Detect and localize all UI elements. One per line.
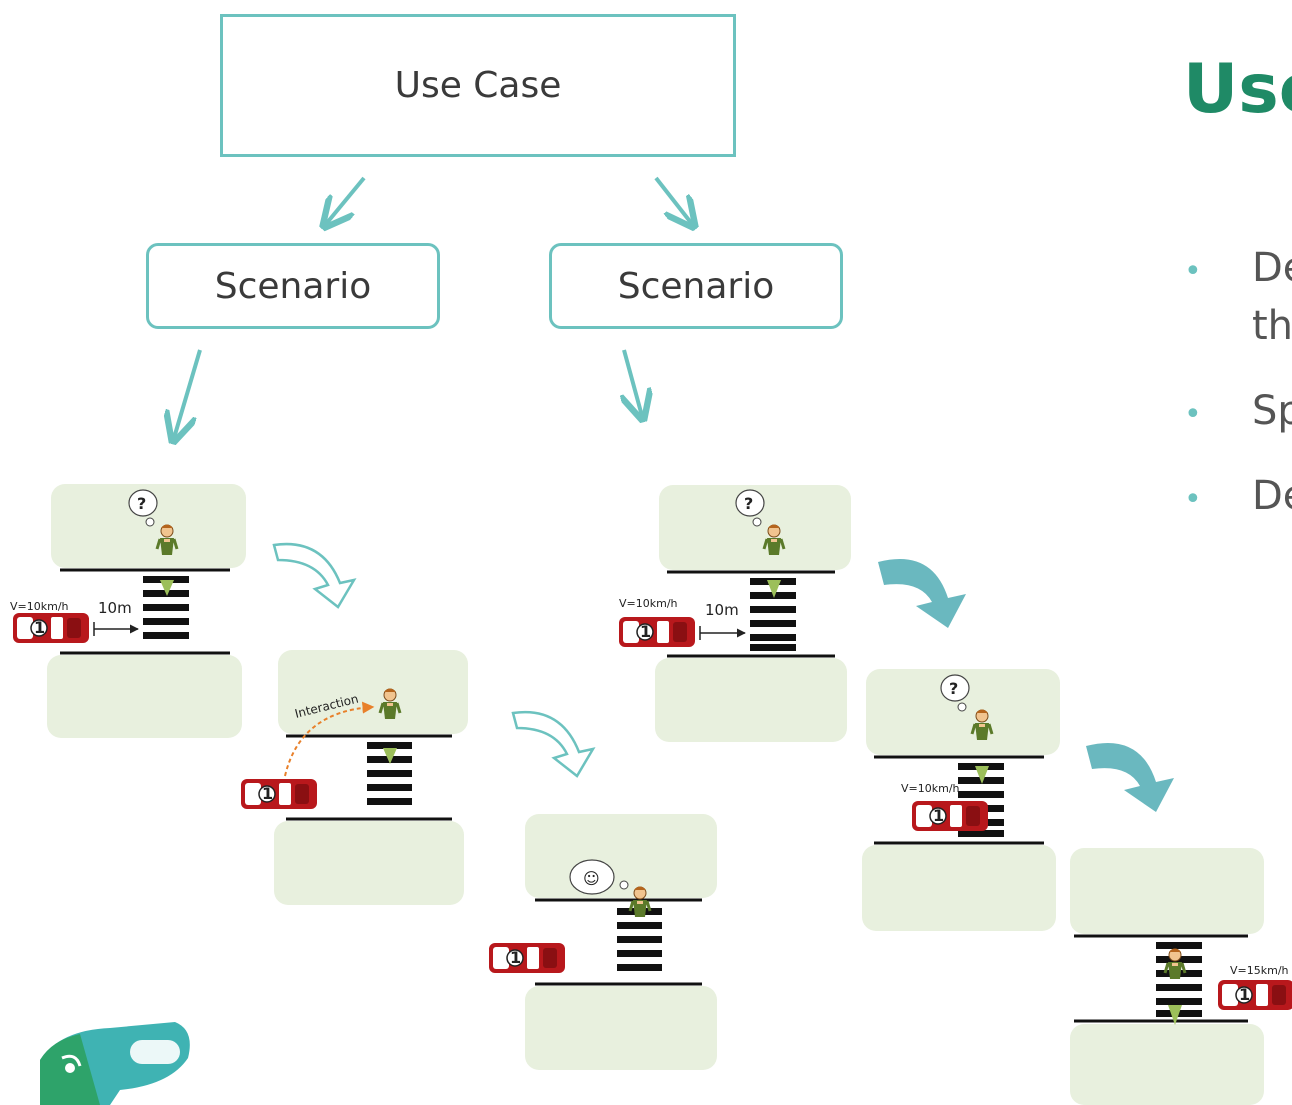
scenario-left-label: Scenario: [214, 265, 372, 307]
use-case-label: Use Case: [394, 65, 562, 106]
car-number: 1: [510, 948, 521, 967]
distance-label: 10m: [705, 601, 739, 619]
speed-label: V=10km/h: [619, 597, 678, 610]
bullet-dot-icon: •: [1184, 254, 1202, 289]
use-case-box: Use Case: [220, 14, 736, 157]
car-icon: [488, 942, 566, 974]
thought-bubble-icon: [569, 859, 629, 895]
scene-left-2: Interaction 1: [240, 650, 468, 905]
car-icon: [911, 800, 989, 832]
car-number: 1: [262, 784, 273, 803]
curved-arrow-icon: [878, 558, 966, 628]
car-icon: [618, 616, 696, 648]
scenario-right-label: Scenario: [617, 265, 775, 307]
car-number: 1: [1239, 985, 1250, 1004]
curved-arrow-icon: [272, 542, 357, 609]
question-mark: ?: [137, 494, 146, 513]
curved-arrow-icon: [1086, 742, 1174, 812]
arrow-icon: [174, 349, 202, 438]
scenario-box-right: Scenario: [549, 243, 843, 329]
logo-icon: [40, 1022, 190, 1105]
bullet-1: • De: [1184, 240, 1292, 300]
car-icon: [240, 778, 318, 810]
question-mark: ?: [744, 494, 753, 513]
slide-title: Use: [1183, 50, 1292, 129]
bullet-2: • Sp: [1184, 383, 1292, 443]
bullet-1-continued: th: [1184, 298, 1292, 354]
car-number: 1: [933, 806, 944, 825]
speed-label: V=15km/h: [1230, 964, 1289, 977]
car-icon: [12, 612, 90, 644]
curved-arrow-icon: [511, 710, 596, 778]
scene-left-1: ? 1 V=10km/h 10m: [10, 484, 246, 738]
arrow-icon: [654, 176, 692, 224]
scene-right-2: ? 1 V=10km/h: [862, 669, 1060, 931]
bullet-2-text: Sp: [1252, 388, 1292, 434]
speed-label: V=10km/h: [10, 600, 69, 613]
arrow-icon: [624, 349, 642, 416]
bullet-3: • De: [1184, 468, 1292, 528]
bullet-1-text-cont: th: [1252, 303, 1292, 349]
scenario-box-left: Scenario: [146, 243, 440, 329]
bullet-3-text: De: [1252, 473, 1292, 519]
bullet-1-text: De: [1252, 245, 1292, 291]
scene-left-3: ☺ 1: [488, 814, 717, 1070]
car-number: 1: [640, 622, 651, 641]
bullet-dot-icon: •: [1184, 482, 1202, 517]
car-number: 1: [34, 618, 45, 637]
smile-icon: ☺: [583, 869, 600, 888]
question-mark: ?: [949, 679, 958, 698]
arrow-icon: [326, 176, 366, 224]
car-icon: [1217, 979, 1292, 1011]
scene-right-3: 1 V=15km/h: [1070, 848, 1292, 1105]
scene-right-1: ? 1 V=10km/h 10m: [618, 485, 851, 742]
bullet-dot-icon: •: [1184, 397, 1202, 432]
speed-label: V=10km/h: [901, 782, 960, 795]
distance-label: 10m: [98, 599, 132, 617]
